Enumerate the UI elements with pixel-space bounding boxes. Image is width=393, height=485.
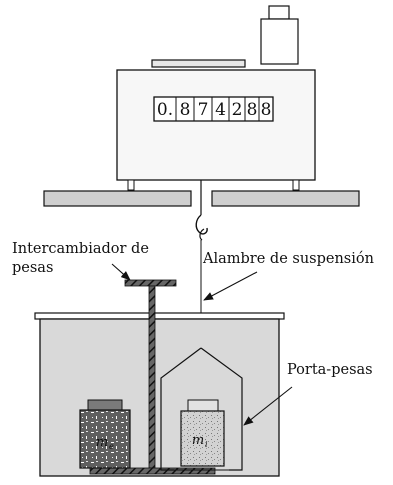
shelf-left	[43, 190, 192, 207]
digital-display: 0. 8 7 4 2 8 8	[153, 96, 274, 122]
mass-right: m i	[180, 399, 225, 467]
display-digit: 2	[232, 100, 243, 120]
shelf-right	[211, 190, 360, 207]
balance-body	[116, 69, 316, 181]
exchanger-arrow	[111, 263, 131, 281]
balance-foot	[127, 179, 135, 191]
weight-holder-arrow	[243, 386, 293, 426]
display-digit: 0.	[157, 100, 173, 120]
top-weight-knob	[268, 5, 290, 20]
mass-left: m e	[79, 399, 131, 469]
weight-holder	[160, 347, 243, 471]
suspension-wire-label: Alambre de suspensión	[202, 251, 374, 267]
weighing-pan	[151, 59, 246, 68]
display-digit: 7	[198, 100, 209, 120]
balance: 0. 8 7 4 2 8 8	[116, 5, 316, 191]
tank	[39, 318, 280, 477]
display-digit: 4	[215, 100, 226, 120]
mass-left-symbol: m	[96, 435, 108, 450]
display-digit: 8	[180, 100, 191, 120]
suspension-hook	[195, 180, 208, 241]
display-digit: 8	[261, 100, 272, 120]
mass-right-subscript: i	[205, 440, 208, 449]
weight-exchanger	[89, 279, 216, 475]
tank-rim	[34, 312, 285, 320]
mass-left-subscript: e	[109, 442, 114, 451]
balance-foot	[292, 179, 300, 191]
weight-holder-label: Porta-pesas	[287, 362, 373, 378]
suspension-wire-arrow	[203, 271, 258, 301]
exchanger-label-line2: pesas	[12, 260, 53, 276]
top-weight-body	[260, 18, 299, 65]
display-digit: 8	[247, 100, 258, 120]
exchanger-label-line1: Intercambiador de	[12, 241, 149, 257]
mass-right-symbol: m	[192, 433, 204, 448]
